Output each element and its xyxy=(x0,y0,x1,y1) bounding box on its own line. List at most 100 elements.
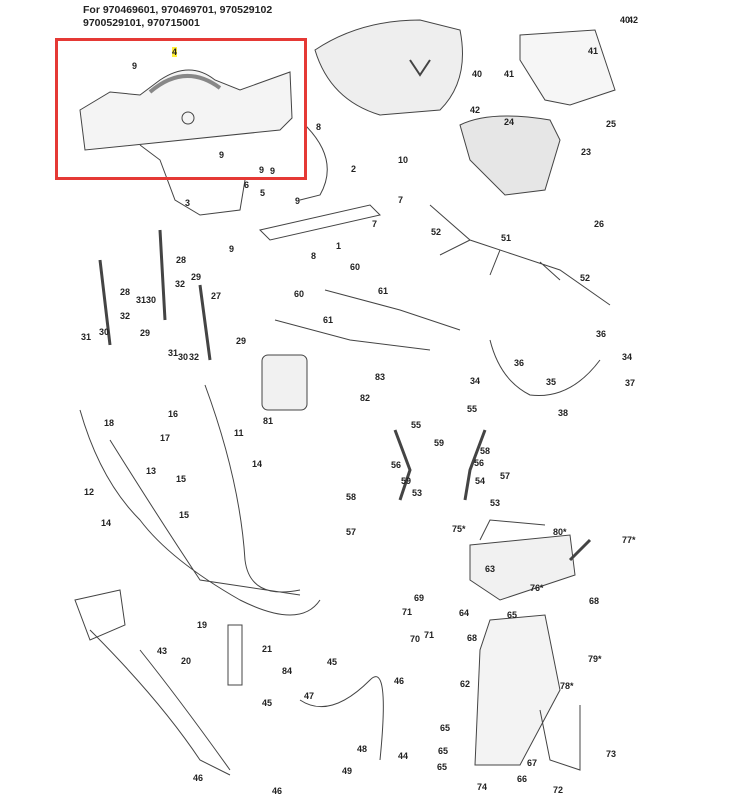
callout-label[interactable]: 36 xyxy=(596,329,607,339)
callout-label[interactable]: 48 xyxy=(357,744,368,754)
callout-label[interactable]: 41 xyxy=(504,69,515,79)
discharge-chute-part[interactable] xyxy=(469,519,576,766)
callout-label[interactable]: 34 xyxy=(622,352,633,362)
callout-label[interactable]: 30 xyxy=(178,352,189,362)
chute-rod-part[interactable] xyxy=(539,705,581,771)
cable-43-part[interactable] xyxy=(89,629,231,776)
chute-cable-part[interactable] xyxy=(489,339,601,397)
callout-label[interactable]: 56 xyxy=(391,460,402,470)
callout-label[interactable]: 15 xyxy=(176,474,187,484)
callout-label[interactable]: 36 xyxy=(514,358,525,368)
callout-label[interactable]: 21 xyxy=(262,644,273,654)
callout-label[interactable]: 70 xyxy=(410,634,421,644)
callout-label[interactable]: 17 xyxy=(160,433,171,443)
callout-label[interactable]: 80* xyxy=(553,527,567,537)
callout-label[interactable]: 55 xyxy=(467,404,478,414)
callout-label[interactable]: 13 xyxy=(146,466,157,476)
callout-label[interactable]: 71 xyxy=(402,607,413,617)
control-module-part[interactable] xyxy=(261,354,308,411)
callout-label[interactable]: 14 xyxy=(101,518,112,528)
callout-label[interactable]: 30 xyxy=(99,327,110,337)
callout-label[interactable]: 31 xyxy=(81,332,92,342)
callout-label[interactable]: 53 xyxy=(412,488,423,498)
callout-label[interactable]: 74 xyxy=(477,782,488,792)
callout-label[interactable]: 65 xyxy=(438,746,449,756)
callout-label-highlighted[interactable]: 4 xyxy=(172,47,178,57)
callout-label[interactable]: 82 xyxy=(360,393,371,403)
callout-label[interactable]: 1 xyxy=(336,241,342,251)
callout-label[interactable]: 9 xyxy=(229,244,235,254)
callout-label[interactable]: 18 xyxy=(104,418,115,428)
callout-label[interactable]: 78* xyxy=(560,681,574,691)
handle-triggers-part[interactable] xyxy=(393,429,487,501)
callout-label[interactable]: 46 xyxy=(394,676,405,686)
callout-label[interactable]: 10 xyxy=(398,155,409,165)
callout-label[interactable]: 20 xyxy=(181,656,192,666)
callout-label[interactable]: 8 xyxy=(311,251,317,261)
callout-label[interactable]: 66 xyxy=(517,774,528,784)
callout-label[interactable]: 29 xyxy=(236,336,247,346)
callout-label[interactable]: 14 xyxy=(252,459,263,469)
callout-label[interactable]: 42 xyxy=(628,15,639,25)
callout-label[interactable]: 49 xyxy=(342,766,353,776)
callout-label[interactable]: 44 xyxy=(398,751,409,761)
callout-label[interactable]: 64 xyxy=(459,608,470,618)
callout-label[interactable]: 16 xyxy=(168,409,179,419)
callout-label[interactable]: 28 xyxy=(176,255,187,265)
callout-label[interactable]: 63 xyxy=(485,564,496,574)
callout-label[interactable]: 7 xyxy=(372,219,378,229)
callout-label[interactable]: 46 xyxy=(272,786,283,796)
callout-label[interactable]: 76* xyxy=(530,583,544,593)
callout-label[interactable]: 29 xyxy=(191,272,202,282)
callout-label[interactable]: 43 xyxy=(157,646,168,656)
callout-label[interactable]: 69 xyxy=(414,593,425,603)
callout-label[interactable]: 38 xyxy=(558,408,569,418)
callout-label[interactable]: 54 xyxy=(475,476,486,486)
callout-label[interactable]: 61 xyxy=(323,315,334,325)
callout-label[interactable]: 53 xyxy=(490,498,501,508)
callout-label[interactable]: 57 xyxy=(346,527,357,537)
callout-label[interactable]: 32 xyxy=(120,311,131,321)
callout-label[interactable]: 73 xyxy=(606,749,617,759)
callout-label[interactable]: 65 xyxy=(440,723,451,733)
callout-label[interactable]: 42 xyxy=(470,105,481,115)
callout-label[interactable]: 27 xyxy=(211,291,222,301)
callout-label[interactable]: 19 xyxy=(197,620,208,630)
callout-label[interactable]: 75* xyxy=(452,524,466,534)
callout-label[interactable]: 65 xyxy=(507,610,518,620)
console-cover-part[interactable] xyxy=(314,19,463,116)
callout-label[interactable]: 25 xyxy=(606,119,617,129)
callout-label[interactable]: 45 xyxy=(327,657,338,667)
callout-label[interactable]: 9 xyxy=(295,196,301,206)
rear-housing-part[interactable] xyxy=(459,115,561,196)
callout-label[interactable]: 35 xyxy=(546,377,557,387)
callout-label[interactable]: 62 xyxy=(460,679,471,689)
callout-label[interactable]: 28 xyxy=(120,287,131,297)
callout-label[interactable]: 32 xyxy=(189,352,200,362)
callout-label[interactable]: 68 xyxy=(589,596,600,606)
callout-label[interactable]: 37 xyxy=(625,378,636,388)
callout-label[interactable]: 23 xyxy=(581,147,592,157)
callout-label[interactable]: 67 xyxy=(527,758,538,768)
lower-cable-part[interactable] xyxy=(299,676,384,761)
callout-label[interactable]: 32 xyxy=(175,279,186,289)
callout-label[interactable]: 12 xyxy=(84,487,95,497)
callout-label[interactable]: 55 xyxy=(411,420,422,430)
callout-label[interactable]: 47 xyxy=(304,691,315,701)
callout-label[interactable]: 9 xyxy=(219,150,225,160)
top-cover-part[interactable] xyxy=(519,29,616,106)
callout-label[interactable]: 56 xyxy=(474,458,485,468)
callout-label[interactable]: 77* xyxy=(622,535,636,545)
callout-label[interactable]: 83 xyxy=(375,372,386,382)
callout-label[interactable]: 40 xyxy=(620,15,631,25)
callout-label[interactable]: 5 xyxy=(260,188,266,198)
callout-label[interactable]: 34 xyxy=(470,376,481,386)
callout-label[interactable]: 61 xyxy=(378,286,389,296)
callout-label[interactable]: 9 xyxy=(270,166,276,176)
callout-label[interactable]: 58 xyxy=(346,492,357,502)
callout-label[interactable]: 81 xyxy=(263,416,274,426)
levers-part[interactable] xyxy=(98,229,212,361)
part-19[interactable] xyxy=(227,624,243,686)
callout-label[interactable]: 11 xyxy=(234,428,244,438)
wiring-harness-part[interactable] xyxy=(429,204,611,306)
